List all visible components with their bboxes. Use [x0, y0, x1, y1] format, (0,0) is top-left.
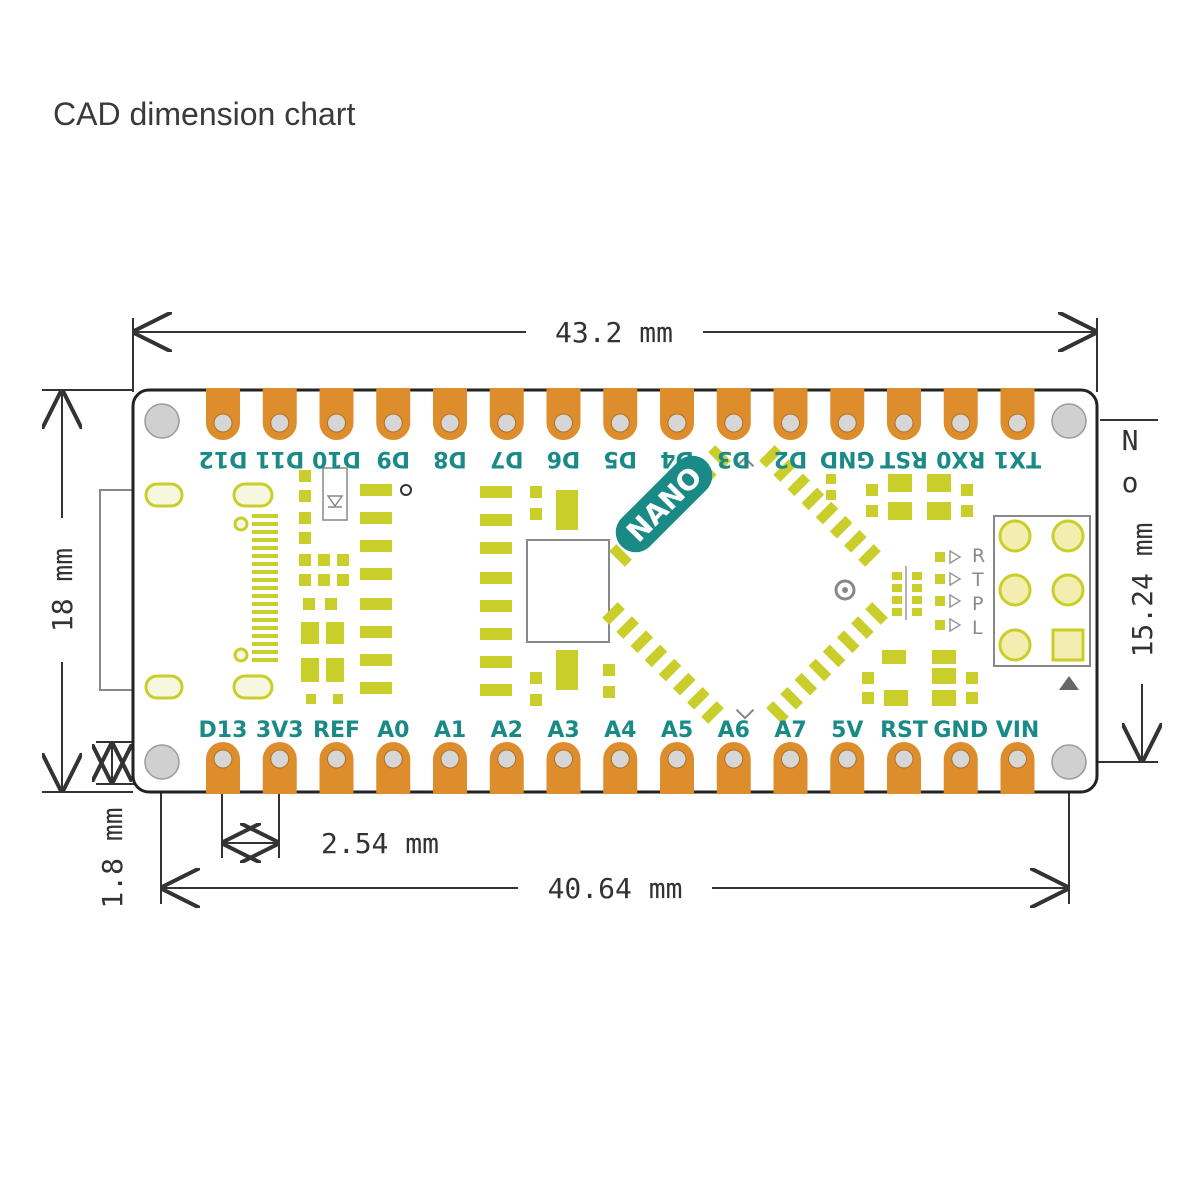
usb-pin-comb [252, 514, 278, 662]
pin-pad [603, 388, 638, 440]
top-pin-label: RST [880, 446, 928, 471]
pin-pad [943, 742, 978, 794]
dimension-length [132, 318, 1098, 392]
fiducial [400, 484, 412, 496]
pin-pad [830, 388, 865, 440]
dimension-pin-row-spacing [1092, 419, 1158, 763]
pin-pad [262, 388, 297, 440]
pin-pad [206, 388, 240, 440]
bottom-pin-label: 5V [831, 718, 863, 743]
crystal-outline [526, 539, 610, 643]
page-title: CAD dimension chart [53, 96, 356, 132]
pin-pad [206, 742, 240, 794]
bottom-pin-label: RST [880, 718, 928, 743]
bottom-pin-label: A3 [547, 718, 579, 743]
top-pin-label: D8 [433, 446, 467, 471]
pin-pad [262, 742, 297, 794]
top-pin-label: D12 [199, 446, 248, 471]
width-label: 18 mm [46, 548, 79, 632]
dimension-pin-row-length [160, 790, 1070, 904]
pin-pad [546, 388, 581, 440]
pin-pad [660, 388, 694, 440]
smd-components [299, 470, 978, 706]
pin-pad [489, 388, 524, 440]
dimension-width [42, 389, 133, 793]
pin-pad [716, 742, 751, 794]
length-label: 43.2 mm [555, 316, 673, 349]
bottom-pin-label: A2 [491, 718, 523, 743]
led-label-l: L [972, 617, 983, 639]
bottom-pin-label: 3V3 [256, 718, 304, 743]
bottom-pin-label: A4 [604, 718, 636, 743]
pin-pad [319, 742, 354, 794]
pin-pad [830, 742, 865, 794]
mounting-holes [144, 403, 1087, 780]
pin-pad [319, 388, 354, 440]
led-indicators [905, 549, 962, 633]
bottom-pin-label: D13 [199, 718, 248, 743]
top-pin-header [206, 388, 1035, 440]
pin-pad [546, 742, 581, 794]
pin-pad [660, 742, 694, 794]
pin-pad [943, 388, 978, 440]
side-label-n: N [1122, 424, 1139, 457]
pin-pad [603, 742, 638, 794]
mounting-hole [1051, 744, 1087, 780]
bottom-pin-label: A0 [377, 718, 409, 743]
side-label-o: o [1122, 466, 1139, 499]
mounting-hole [144, 744, 180, 780]
pin-pad [1000, 742, 1035, 794]
top-pin-label: D6 [547, 446, 581, 471]
bottom-pin-label: A5 [661, 718, 693, 743]
top-pin-label: D7 [490, 446, 524, 471]
pin-pad [887, 388, 921, 440]
pin-pad [1000, 388, 1035, 440]
top-pin-label: GND [820, 446, 875, 471]
usb-pads [144, 482, 274, 700]
pin-pad [773, 742, 808, 794]
led-label-p: P [972, 593, 983, 615]
pin-pad [376, 742, 411, 794]
top-pin-label: D2 [774, 446, 808, 471]
bottom-pin-label: GND [933, 718, 988, 743]
icsp-header [993, 515, 1091, 690]
led-label-t: T [971, 569, 984, 591]
top-pin-label: D10 [312, 446, 361, 471]
top-pin-label: D4 [660, 446, 694, 471]
pin-row-length-label: 40.64 mm [548, 872, 683, 905]
top-pin-label: D5 [603, 446, 637, 471]
pin-row-spacing-label: 15.24 mm [1126, 523, 1159, 658]
bottom-pin-label: A1 [434, 718, 466, 743]
pin-pad [489, 742, 524, 794]
top-pin-label: D9 [376, 446, 410, 471]
pin-pitch-label: 2.54 mm [321, 827, 439, 860]
pin-pad [433, 742, 467, 794]
bottom-pin-header [206, 742, 1035, 794]
top-pin-label: RX0 [936, 446, 985, 471]
pin-pad [773, 388, 808, 440]
top-pin-label: TX1 [994, 446, 1041, 471]
dimension-pin-pitch [221, 790, 280, 858]
bottom-pin-label: A6 [718, 718, 750, 743]
top-pin-label: D11 [255, 446, 304, 471]
bottom-pin-label: VIN [996, 718, 1040, 743]
mounting-hole [1051, 403, 1087, 439]
pin-pad [376, 388, 411, 440]
pin1-marker [834, 579, 856, 601]
pin-pad [887, 742, 921, 794]
hole-offset-label: 1.8 mm [96, 807, 129, 908]
diode-symbol [322, 467, 348, 521]
mounting-hole [144, 403, 180, 439]
pin-pad [433, 388, 467, 440]
bottom-pin-label: REF [313, 718, 360, 743]
pin1-dot [842, 587, 848, 593]
pin-pad [716, 388, 751, 440]
bottom-pin-label: A7 [774, 718, 806, 743]
led-label-r: R [972, 545, 985, 567]
top-pin-label: D3 [717, 446, 751, 471]
